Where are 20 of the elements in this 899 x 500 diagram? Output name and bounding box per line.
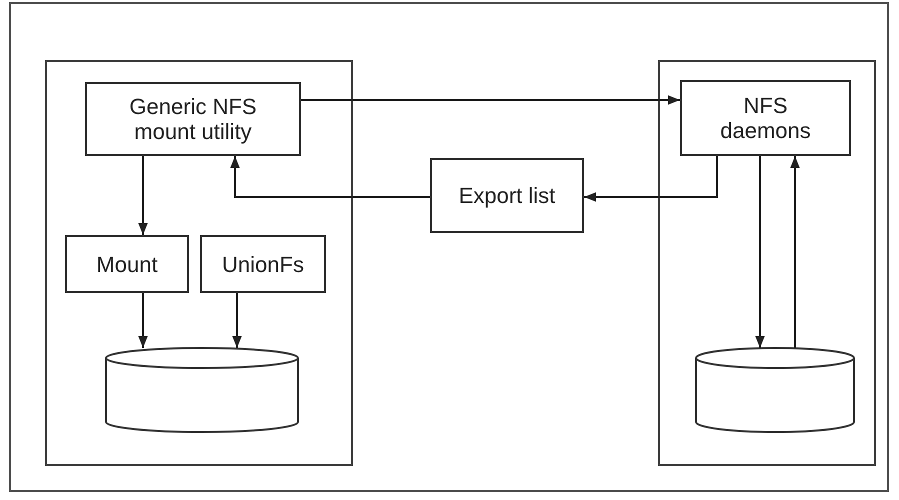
process-box bbox=[65, 235, 189, 293]
box-label: NFS daemons bbox=[719, 93, 812, 143]
arrow bbox=[790, 156, 800, 348]
arrow bbox=[138, 156, 148, 235]
container-panel bbox=[45, 60, 353, 466]
container-panel bbox=[658, 60, 876, 466]
arrow bbox=[584, 156, 718, 202]
arrow bbox=[230, 156, 430, 198]
arrow bbox=[755, 156, 765, 348]
box-label: UnionFs bbox=[222, 252, 304, 276]
process-box bbox=[680, 80, 851, 156]
box-label: Generic NFS mount utility bbox=[128, 94, 258, 144]
box-label: Mount bbox=[96, 252, 158, 276]
process-box bbox=[85, 82, 301, 156]
box-label: Export list bbox=[458, 183, 556, 208]
arrow bbox=[138, 293, 148, 348]
process-box bbox=[430, 158, 584, 233]
arrow bbox=[232, 293, 242, 348]
arrow bbox=[301, 95, 680, 105]
process-box bbox=[200, 235, 326, 293]
